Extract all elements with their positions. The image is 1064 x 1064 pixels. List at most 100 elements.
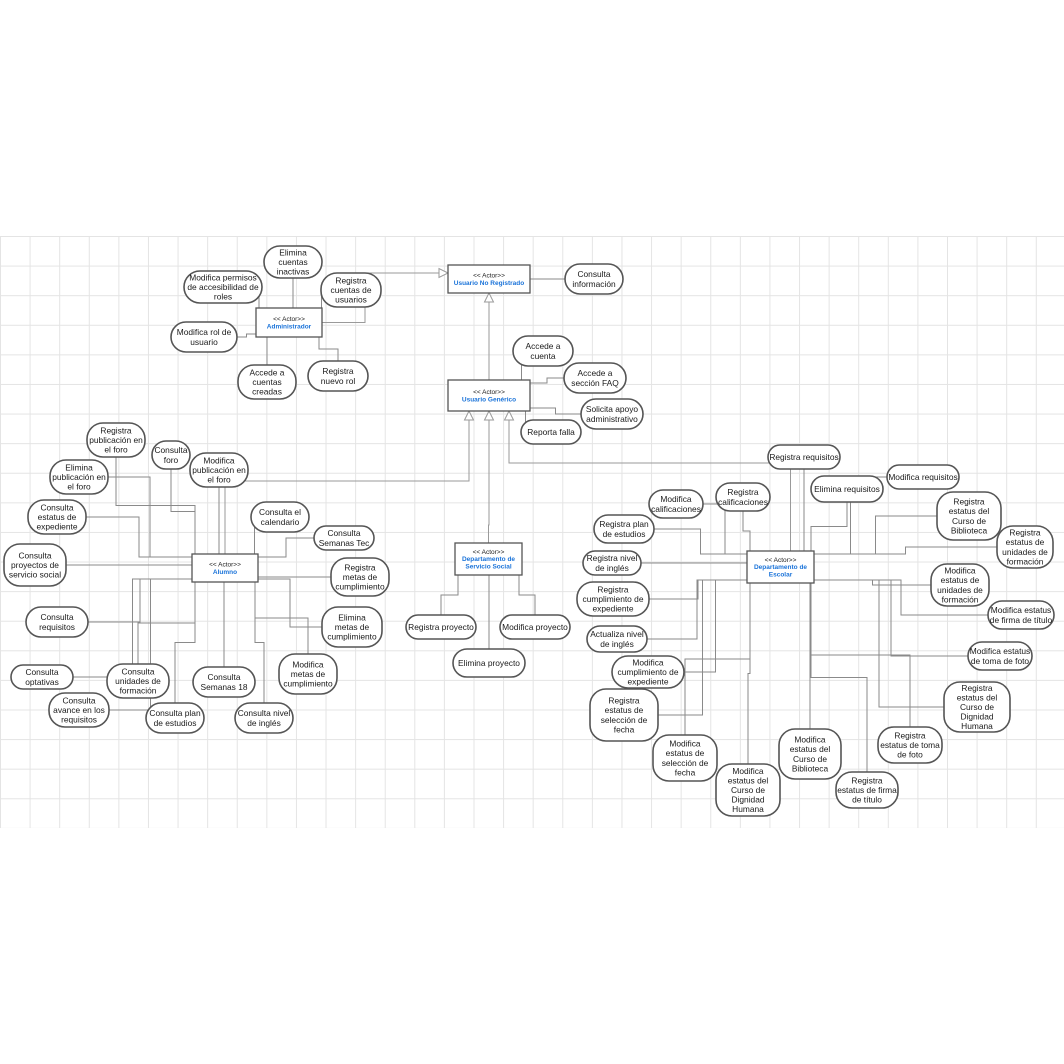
actor-name: Administrador xyxy=(267,323,312,330)
use-case-shape xyxy=(3,543,67,587)
use-case-shape xyxy=(49,459,109,495)
association-line-consulta_requisitos xyxy=(88,578,192,623)
actor-box xyxy=(447,264,531,294)
use-case-shape xyxy=(189,452,249,488)
actor-box xyxy=(191,553,259,583)
nodes: << Actor>>Usuario No Registrado << Actor>… xyxy=(3,245,1055,817)
association-line-registra_cumplimiento xyxy=(649,579,747,600)
association-line-modifica_estatus_seleccion xyxy=(684,583,751,735)
association-line-elimina_metas xyxy=(258,578,322,628)
use-case-elimina-requisitos[interactable]: Elimina requisitos xyxy=(810,475,884,503)
use-case-shape xyxy=(582,550,642,576)
association-line-consulta_semanas_tec xyxy=(258,537,314,558)
use-case-elimina-proyecto[interactable]: Elimina proyecto xyxy=(452,648,526,678)
use-case-shape xyxy=(405,614,477,640)
association-line-registra_estatus_biblioteca xyxy=(814,515,937,555)
use-case-shape xyxy=(767,444,841,470)
use-case-registra-proyecto[interactable]: Registra proyecto xyxy=(405,614,477,640)
actor-box xyxy=(255,307,323,338)
association-line-registra_estatus_toma_foto xyxy=(810,583,911,727)
use-case-label: Elimina proyecto xyxy=(458,658,520,668)
use-case-shape xyxy=(520,419,582,445)
use-case-modifica-proyecto[interactable]: Modifica proyecto xyxy=(499,614,571,640)
use-case-modifica-requisitos[interactable]: Modifica requisitos xyxy=(886,464,960,490)
use-case-shape xyxy=(652,734,718,782)
actor-generico[interactable]: << Actor>>Usuario Genérico xyxy=(447,379,531,412)
use-case-shape xyxy=(563,362,627,394)
association-line-registra_estatus_unidades xyxy=(814,546,997,555)
use-case-shape xyxy=(715,763,781,817)
use-case-shape xyxy=(10,664,74,690)
actor-alumno[interactable]: << Actor>>Alumno xyxy=(191,553,259,583)
use-case-shape xyxy=(943,681,1011,733)
actor-administrador[interactable]: << Actor>>Administrador xyxy=(255,307,323,338)
use-case-shape xyxy=(593,514,655,544)
actor-no-registrado[interactable]: << Actor>>Usuario No Registrado xyxy=(447,264,531,294)
use-case-reporta-falla[interactable]: Reporta falla xyxy=(520,419,582,445)
use-case-shape xyxy=(987,600,1055,630)
use-case-registra-requisitos[interactable]: Registra requisitos xyxy=(767,444,841,470)
